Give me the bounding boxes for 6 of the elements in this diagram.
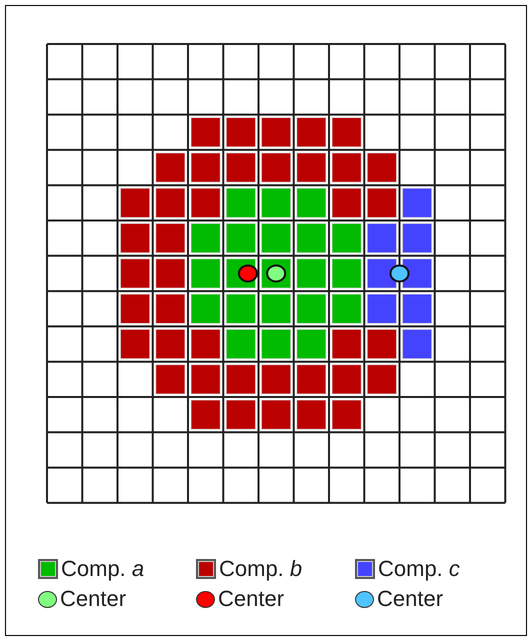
legend-label: Center — [60, 586, 126, 612]
legend-label: Comp. c — [378, 556, 460, 582]
legend-label: Comp. a — [61, 556, 144, 582]
legend-label: Center — [218, 586, 284, 612]
legend-label: Center — [377, 586, 444, 612]
legend-label: Comp. b — [219, 556, 302, 582]
